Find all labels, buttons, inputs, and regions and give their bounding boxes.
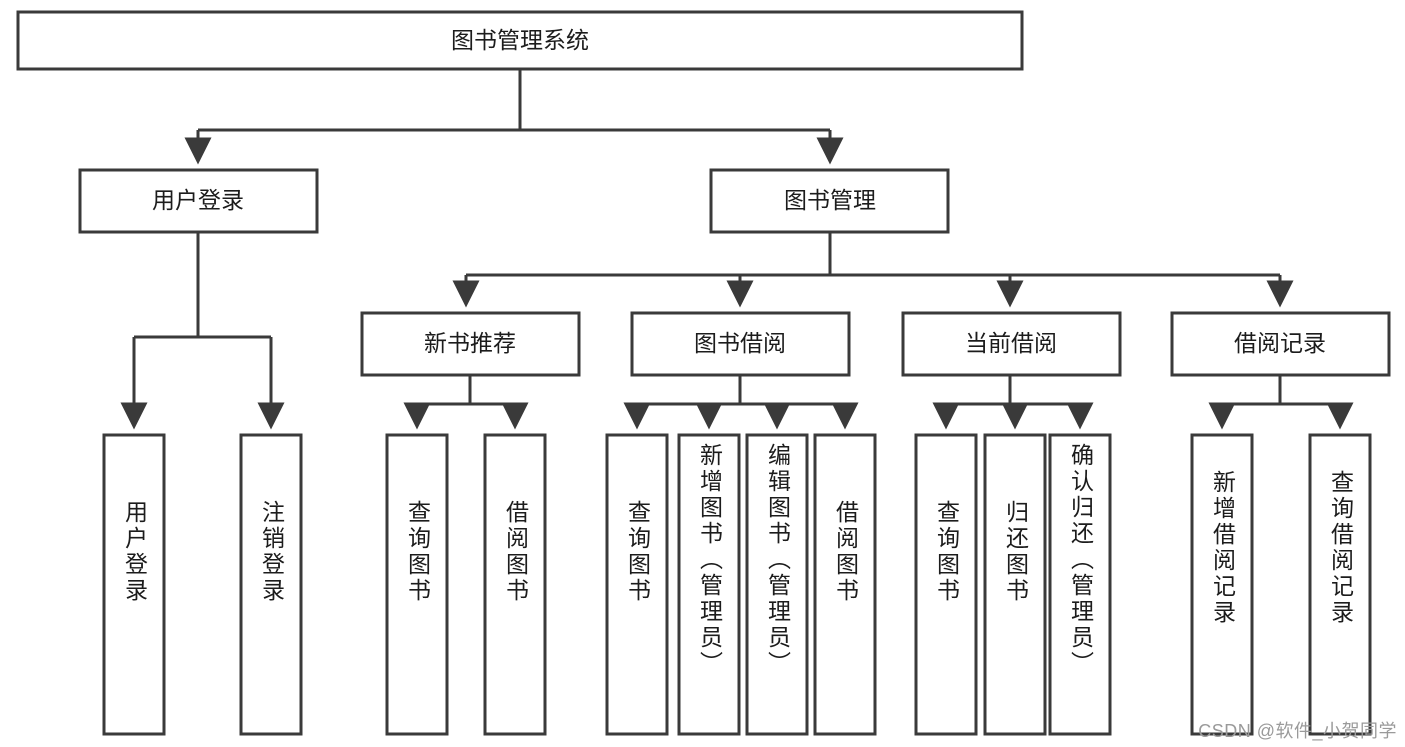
- leaf-box-current-confirm[interactable]: [1048, 433, 1112, 736]
- node-user-login-label: 用户登录: [152, 187, 244, 213]
- node-borrow-record-label: 借阅记录: [1234, 330, 1326, 356]
- leaf-box-borrow-query[interactable]: [605, 433, 669, 736]
- node-book-borrow-box[interactable]: [630, 311, 851, 377]
- node-current-borrow-label: 当前借阅: [965, 330, 1057, 356]
- connector-layer: [120, 69, 1354, 430]
- node-book-mgmt-box[interactable]: [709, 168, 950, 234]
- leaf-box-newbook-borrow[interactable]: [483, 433, 547, 736]
- leaf-box-logout-login[interactable]: [239, 433, 303, 736]
- node-layer: 图书管理系统 用户登录 图书管理 新书推荐 图书借阅 当前借阅 借阅记录: [16, 10, 1391, 736]
- node-root-box[interactable]: [16, 10, 1024, 71]
- node-borrow-record-box[interactable]: [1170, 311, 1391, 377]
- leaf-box-current-return[interactable]: [983, 433, 1047, 736]
- csdn-watermark: CSDN @软件_小贺同学: [1198, 721, 1397, 741]
- node-new-book-label: 新书推荐: [424, 330, 516, 356]
- node-book-mgmt-label: 图书管理: [784, 187, 876, 213]
- leaf-box-user-login[interactable]: [102, 433, 166, 736]
- leaf-box-record-add[interactable]: [1190, 433, 1254, 736]
- node-root-label: 图书管理系统: [451, 27, 589, 53]
- leaf-box-current-query[interactable]: [914, 433, 978, 736]
- leaf-box-borrow-add[interactable]: [677, 433, 741, 736]
- node-current-borrow-box[interactable]: [901, 311, 1122, 377]
- leaf-box-borrow-lend[interactable]: [813, 433, 877, 736]
- leaf-box-newbook-query[interactable]: [385, 433, 449, 736]
- leaf-box-record-query[interactable]: [1308, 433, 1372, 736]
- node-book-borrow-label: 图书借阅: [694, 330, 786, 356]
- node-new-book-box[interactable]: [360, 311, 581, 377]
- node-user-login-box[interactable]: [78, 168, 319, 234]
- leaf-box-borrow-edit[interactable]: [745, 433, 809, 736]
